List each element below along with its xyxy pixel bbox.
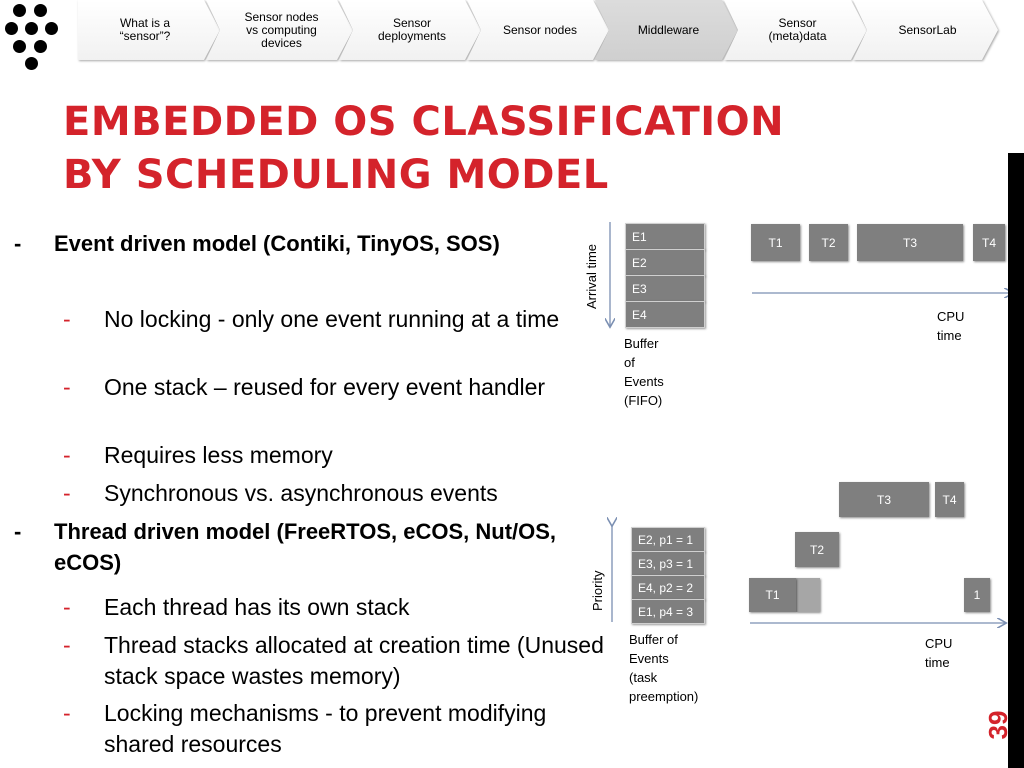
title-line-1: EMBEDDED OS CLASSIFICATION: [63, 99, 785, 145]
priority-label: Priority: [590, 570, 605, 611]
nav-item-label: What is a “sensor”?: [119, 16, 171, 43]
cpu-time-label: CPU time: [925, 636, 953, 670]
bullet-dash: -: [14, 231, 22, 256]
nav-item-label: Sensor nodes vs computing devices: [244, 9, 319, 50]
nav-item-middleware[interactable]: Middleware: [595, 0, 738, 60]
task-block: T3: [857, 224, 963, 261]
thread-buffer-cell: E4, p2 = 2: [631, 575, 705, 600]
page-number: 39: [982, 710, 1013, 740]
side-bar: [1008, 153, 1024, 768]
sub-bullet-text: One stack – reused for every event handl…: [104, 374, 546, 400]
nav-item-sensor-nodes[interactable]: Sensor nodes: [467, 0, 609, 60]
slide-title: EMBEDDED OS CLASSIFICATION BY SCHEDULING…: [63, 96, 943, 202]
arrival-time-label: Arrival time: [584, 243, 599, 309]
title-line-2: BY SCHEDULING MODEL: [63, 152, 609, 198]
task-block: T1: [749, 578, 796, 612]
thread-buffer-cell: E2, p1 = 1: [631, 527, 705, 552]
task-preempted-block: [796, 578, 820, 612]
sub-bullet-text: No locking - only one event running at a…: [104, 306, 560, 332]
sub-bullet-text: Each thread has its own stack: [104, 594, 410, 620]
event-buffer-caption: Buffer of Events (FIFO): [624, 336, 664, 408]
cpu-time-label: CPU time: [937, 309, 965, 343]
bullet-dash: -: [14, 519, 22, 544]
breadcrumb-nav: What is a “sensor”? Sensor nodes vs comp…: [78, 0, 1000, 62]
nav-item-sensor-deployments[interactable]: Sensor deployments: [339, 0, 481, 60]
nav-item-label: Middleware: [637, 22, 700, 37]
sub-bullet-text: Locking mechanisms - to prevent modifyin…: [104, 700, 547, 757]
task-block: T4: [973, 224, 1005, 261]
nav-item-sensorlab[interactable]: SensorLab: [853, 0, 998, 60]
task-block: 1: [964, 578, 990, 612]
bullet-heading: Thread driven model (FreeRTOS, eCOS, Nut…: [54, 519, 557, 575]
nav-item-label: Sensor deployments: [377, 16, 447, 43]
sub-bullet-text: Requires less memory: [104, 442, 333, 468]
event-buffer-cell: E2: [625, 249, 705, 276]
sub-bullet-text: Synchronous vs. asynchronous events: [104, 480, 498, 506]
sub-bullet-text: Thread stacks allocated at creation time…: [104, 632, 604, 689]
logo: [5, 4, 60, 72]
nav-item-sensor-metadata[interactable]: Sensor (meta)data: [724, 0, 867, 60]
task-block: T1: [751, 224, 800, 261]
nav-item-sensor-nodes-vs-computing[interactable]: Sensor nodes vs computing devices: [206, 0, 353, 60]
event-buffer-cell: E4: [625, 301, 705, 328]
task-block: T4: [935, 482, 964, 517]
thread-buffer-caption: Buffer of Events (task preemption): [629, 632, 699, 704]
nav-item-label: Sensor nodes: [502, 22, 578, 37]
thread-buffer-cell: E3, p3 = 1: [631, 551, 705, 576]
nav-item-label: SensorLab: [898, 22, 957, 37]
task-block: T3: [839, 482, 929, 517]
bullet-heading: Event driven model (Contiki, TinyOS, SOS…: [54, 231, 500, 256]
task-block: T2: [795, 532, 839, 567]
nav-item-what-is-a-sensor[interactable]: What is a “sensor”?: [78, 0, 220, 60]
event-buffer-cell: E3: [625, 275, 705, 302]
task-block: T2: [809, 224, 848, 261]
event-buffer-cell: E1: [625, 223, 705, 250]
nav-item-label: Sensor (meta)data: [768, 16, 827, 43]
thread-buffer-cell: E1, p4 = 3: [631, 599, 705, 624]
